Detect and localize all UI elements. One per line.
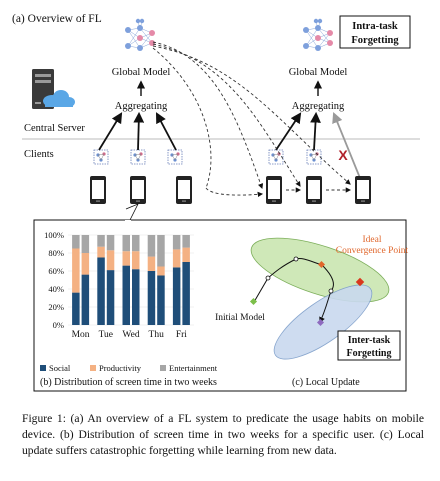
intra-task-forgetting-badge: Intra-task Forgetting [339, 15, 411, 49]
bar-segment-entertainment [182, 235, 190, 248]
client-upload-arrow [98, 112, 123, 151]
bar-segment-social [72, 292, 80, 325]
bar-segment-productivity [147, 256, 156, 271]
inter-task-line-1: Inter-task [348, 335, 391, 346]
bar-segment-social [122, 265, 130, 325]
legend-swatch-social [40, 365, 46, 371]
bar-segment-productivity [182, 247, 190, 262]
bar-segment-productivity [106, 250, 115, 271]
global-model-label-right: Global Model [289, 67, 348, 78]
bar-segment-productivity [72, 248, 80, 293]
y-tick-label: 0% [53, 320, 64, 330]
failed-upload-arrow [332, 111, 361, 179]
client-phone-icon [90, 176, 106, 204]
legend-swatch-productivity [90, 365, 96, 371]
panel-c-label: (c) Local Update [292, 377, 360, 388]
client-model-chip-icon [306, 149, 322, 165]
client-model-chip-icon [268, 149, 284, 165]
initial-model-label: Initial Model [215, 313, 265, 323]
global-model-network-icon-left [125, 18, 155, 51]
ideal-convergence-point-marker [355, 277, 365, 287]
chart-legend: Social Productivity Entertainment [40, 363, 218, 373]
client-phone-icon [266, 176, 282, 204]
inter-task-line-2: Forgetting [347, 348, 392, 359]
server-cloud-icon [32, 69, 75, 109]
bar-segment-entertainment [157, 235, 165, 267]
client-model-chip-icon [167, 149, 183, 165]
client-phone-icon [306, 176, 322, 204]
ideal-label-line-1: Ideal [363, 235, 382, 245]
figure-caption: Figure 1: (a) An overview of a FL system… [22, 412, 424, 457]
ideal-label-line-2: Convergence Point [336, 246, 409, 256]
failure-x-mark: X [338, 147, 348, 163]
intermediate-point-marker [317, 260, 326, 269]
client-phone-icon [130, 176, 146, 204]
final-point-marker [316, 318, 325, 327]
central-server-label: Central Server [24, 123, 85, 134]
inter-task-forgetting-badge: Inter-task Forgetting [337, 330, 401, 361]
client-upload-arrow [275, 112, 302, 151]
y-tick-label: 100% [44, 230, 64, 240]
initial-model-marker [249, 297, 258, 306]
local-update-diagram [249, 237, 390, 360]
y-tick-label: 40% [48, 284, 64, 294]
client-upload-arrow [310, 111, 321, 151]
bar-segment-entertainment [147, 235, 156, 257]
bar-segment-productivity [122, 251, 130, 266]
aggregating-label-left: Aggregating [115, 101, 168, 112]
bar-segment-social [182, 262, 190, 325]
bar-segment-productivity [172, 249, 181, 268]
aggregating-label-right: Aggregating [292, 101, 345, 112]
x-tick-label: Thu [149, 330, 165, 340]
bar-segment-productivity [81, 253, 90, 275]
intra-task-line-2: Forgetting [351, 35, 399, 46]
detail-callout-wedge [125, 203, 139, 221]
x-tick-label: Wed [122, 330, 139, 340]
bar-segment-social [81, 274, 90, 325]
x-tick-label: Mon [72, 330, 90, 340]
y-tick-label: 80% [48, 248, 64, 258]
bar-segment-entertainment [172, 235, 181, 250]
overview-label: (a) Overview of FL [12, 13, 102, 25]
panel-b-label: (b) Distribution of screen time in two w… [40, 377, 217, 388]
y-tick-label: 20% [48, 302, 64, 312]
bar-segment-social [132, 269, 140, 325]
bar-segment-productivity [157, 266, 165, 276]
client-upload-arrow [133, 111, 145, 151]
x-tick-label: Tue [99, 330, 113, 340]
bar-segment-productivity [97, 246, 105, 258]
legend-label-social: Social [49, 363, 71, 373]
bar-segment-social [157, 275, 165, 325]
x-tick-label: Fri [176, 330, 187, 340]
global-model-network-icon-right [303, 18, 333, 51]
global-model-label-left: Global Model [112, 67, 171, 78]
client-model-chip-icon [93, 149, 109, 165]
bar-segment-social [97, 257, 105, 325]
bar-segment-entertainment [72, 235, 80, 249]
legend-label-entertainment: Entertainment [169, 363, 218, 373]
bar-segment-entertainment [122, 235, 130, 252]
legend-label-productivity: Productivity [99, 363, 142, 373]
client-model-chip-icon [130, 149, 146, 165]
bar-segment-entertainment [106, 235, 115, 251]
bar-segment-entertainment [97, 235, 105, 247]
model-distribution-dashed-arrows [152, 41, 352, 198]
screen-time-stacked-bar-chart: 0% 20% 40% 60% 80% 100% Mon Tue Wed Thu Fri [44, 230, 194, 340]
bar-segment-social [172, 267, 181, 325]
bar-segment-social [147, 271, 156, 325]
intra-task-line-1: Intra-task [352, 21, 398, 32]
y-tick-label: 60% [48, 266, 64, 276]
clients-label: Clients [24, 149, 54, 160]
bar-segment-entertainment [81, 235, 90, 253]
legend-swatch-entertainment [160, 365, 166, 371]
bar-segment-entertainment [132, 235, 140, 252]
bar-segment-social [106, 270, 115, 325]
client-upload-arrow [155, 112, 177, 151]
client-phone-icon [176, 176, 192, 204]
bar-segment-productivity [132, 251, 140, 270]
client-phone-icon [355, 176, 371, 204]
